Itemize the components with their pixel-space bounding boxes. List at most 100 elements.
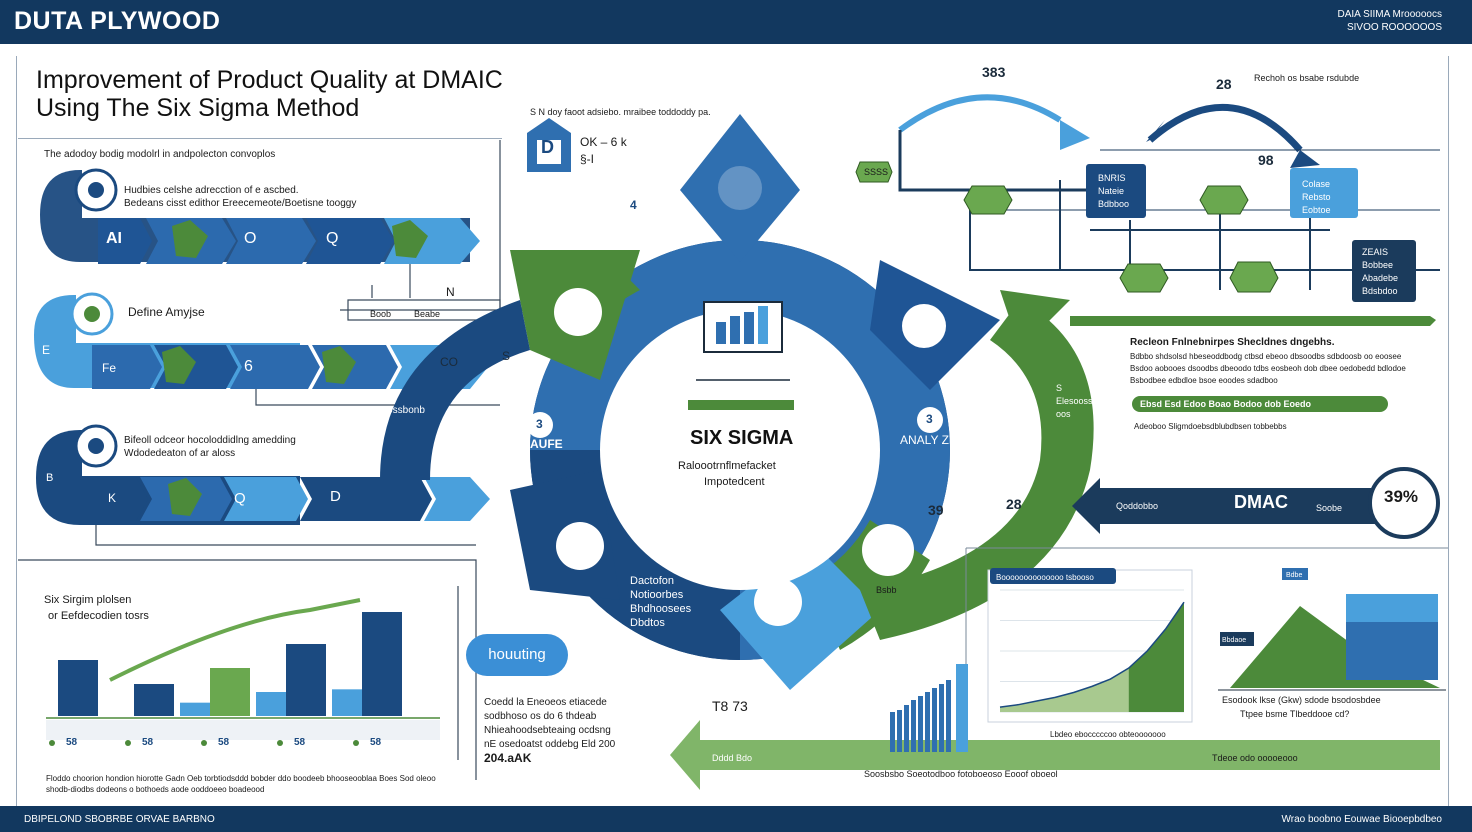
area-line <box>999 601 1185 708</box>
bar-dot-2 <box>201 740 207 746</box>
row1-band <box>40 168 480 264</box>
bar-secondary-1 <box>180 702 210 716</box>
outer-frame-left <box>16 56 17 816</box>
row3-tag-q: Q <box>234 490 246 507</box>
right-num-28: 28 <box>1216 76 1232 92</box>
right-box2-l2: Rebsto <box>1302 192 1331 202</box>
right-num-39: 39 <box>928 502 944 518</box>
cycle-top-caption: S N doy faoot adsiebo. mraibee toddoddy … <box>530 107 711 117</box>
segment-icon-building <box>556 522 604 570</box>
seg-top-text-2: Wobdo otl Alooo <box>806 219 886 231</box>
box-label-1: Boob <box>370 309 392 319</box>
right-box1-l2: Nateie <box>1098 186 1125 196</box>
bottom-left-caption-1: Six Sirgim plolsen <box>44 594 132 606</box>
row3-tag-d: D <box>330 488 341 505</box>
center-sub-2: Impotedcent <box>704 476 765 488</box>
right-para-2: Bsdoo aobooes dsoodbs dbeoodo tdbs eosbe… <box>1130 364 1406 373</box>
measure-num: 3 <box>536 417 543 431</box>
housing-pill[interactable]: houuting <box>466 634 568 676</box>
bar-dot-1 <box>125 740 131 746</box>
center-sub-1: Raloootrnflmefacket <box>678 460 776 472</box>
right-box3-l4: Bdsbdoo <box>1362 286 1398 296</box>
bar-tick-label: 58 <box>142 737 154 748</box>
cycle-diamond-top <box>680 114 800 262</box>
area-chart-title: Boooooooooooooo tsbooso <box>996 573 1094 582</box>
right-green-rule <box>1070 316 1436 326</box>
row1-chevron-4 <box>306 218 394 264</box>
segment-icon-team <box>862 524 914 576</box>
right-arrow-head-1 <box>1060 120 1090 150</box>
bar-dot-4 <box>353 740 359 746</box>
box-label-2: Beabe <box>414 309 441 319</box>
bottom-blue-text: Tdeoe odo ooooeooo <box>1212 753 1298 763</box>
six-sigma-cycle <box>380 114 1440 790</box>
segment-icon-people <box>554 288 602 336</box>
row3-tag-b: B <box>46 472 54 484</box>
define-num: 4 <box>630 198 637 212</box>
right-box-2 <box>1290 168 1358 218</box>
row1-chevron-1 <box>98 218 152 264</box>
percent-value: 39% <box>1384 487 1419 506</box>
seg-lower-left-co: CO <box>440 355 458 369</box>
right-green-band <box>1132 396 1388 412</box>
dmaic-arrow-caption: Qoddobbo <box>1116 501 1159 511</box>
right-box1-l1: BNRIS <box>1098 173 1126 183</box>
row3-tag-k: K <box>108 491 117 505</box>
seg-top-text-3: Di sbe oloos <box>808 233 869 245</box>
row1-text-1: Hudbies celshe adrecction of e ascbed. <box>124 185 299 196</box>
seg-lower-left-s: S <box>502 349 511 363</box>
row1-chevron-3 <box>226 218 316 264</box>
analyze-label: ANALY ZE <box>900 433 957 447</box>
bottom-green-label: Dddd Bdo <box>712 753 753 763</box>
bar-trend-line <box>109 598 361 682</box>
row3-text-1: Bifeoll odceor hocoloddidlng amedding <box>124 435 296 446</box>
bar-tick-label: 58 <box>66 737 78 748</box>
row3-text-2: Wdodedeaton of ar aloss <box>124 448 236 459</box>
bottom-line-text: Soosbsbo Soeotodboo fotoboeoso Eooof obo… <box>864 769 1058 779</box>
right-caption-1: Esodook lkse (Gkw) sdode bsodosbdee <box>1222 695 1381 705</box>
bottom-left-footnote: Floddo choorion hondion hiorotte Gadn Oe… <box>46 774 436 783</box>
bar-tick-label: 58 <box>370 737 382 748</box>
right-box1-l3: Bdbboo <box>1098 199 1130 209</box>
corner-badge-icon <box>527 118 571 172</box>
seg-bottom-text-1: Dactofon <box>630 575 675 587</box>
right-box3-l3: Abadebe <box>1362 273 1399 283</box>
bar-0 <box>58 660 98 716</box>
bar-secondary-2 <box>256 692 286 716</box>
right-arrow-head-2 <box>1290 150 1320 168</box>
right-num-98: 98 <box>1258 152 1274 168</box>
row2-tag-e: E <box>42 343 51 357</box>
cycle-center-circle <box>600 310 880 590</box>
corner-text-1: OK – 6 k <box>580 135 627 149</box>
center-monitor-icon <box>703 301 783 353</box>
measure-label: MEAUFE <box>512 437 563 451</box>
area-chart-caption: Lbdeo ebocccccoo obteooooooo <box>1050 730 1166 739</box>
cycle-bottom-text-1: Coedd la Eneoeos etiacede <box>484 697 607 708</box>
right-box-3 <box>1352 240 1416 302</box>
bottom-left-bar-chart <box>46 598 440 746</box>
right-check-line: Adeoboo Sligmdoebsdblubdbsen tobbebbs <box>1134 422 1287 431</box>
left-panel-caption: The adodoy bodig modolrl in andpolecton … <box>44 149 276 160</box>
bar-1 <box>134 684 174 716</box>
corner-text-2: §-I <box>580 152 595 166</box>
dmaic-small-label: Soobe <box>1316 503 1343 513</box>
bar-secondary-3 <box>332 689 362 716</box>
cycle-bottom-text-5: 204.aAK <box>484 751 532 765</box>
corner-badge-letter: D <box>541 137 554 157</box>
cycle-left-arm <box>380 300 530 480</box>
right-box2-l3: Eobtoe <box>1302 205 1331 215</box>
row2-band <box>34 292 488 389</box>
analyze-num-circle <box>917 407 943 433</box>
bar-3 <box>286 644 326 716</box>
right-para-1: Bdbbo shdsolsd hbeseoddbodg ctbsd ebeoo … <box>1130 352 1402 361</box>
area-chart <box>987 568 1193 723</box>
segment-icon-analyze <box>902 304 946 348</box>
right-num-383: 383 <box>982 64 1006 80</box>
header-right-line2: SIVOO ROOOOOOS <box>1346 22 1442 33</box>
row3-band <box>36 424 490 525</box>
row1-text-2: Bedeans cisst edithor Ereecemeote/Boetis… <box>124 198 357 209</box>
row2-tag-6: 6 <box>244 358 253 375</box>
row2-tag-fe: Fe <box>102 361 117 375</box>
cycle-bottom-num: T8 73 <box>712 698 748 714</box>
right-box2-l1: Colase <box>1302 179 1331 189</box>
